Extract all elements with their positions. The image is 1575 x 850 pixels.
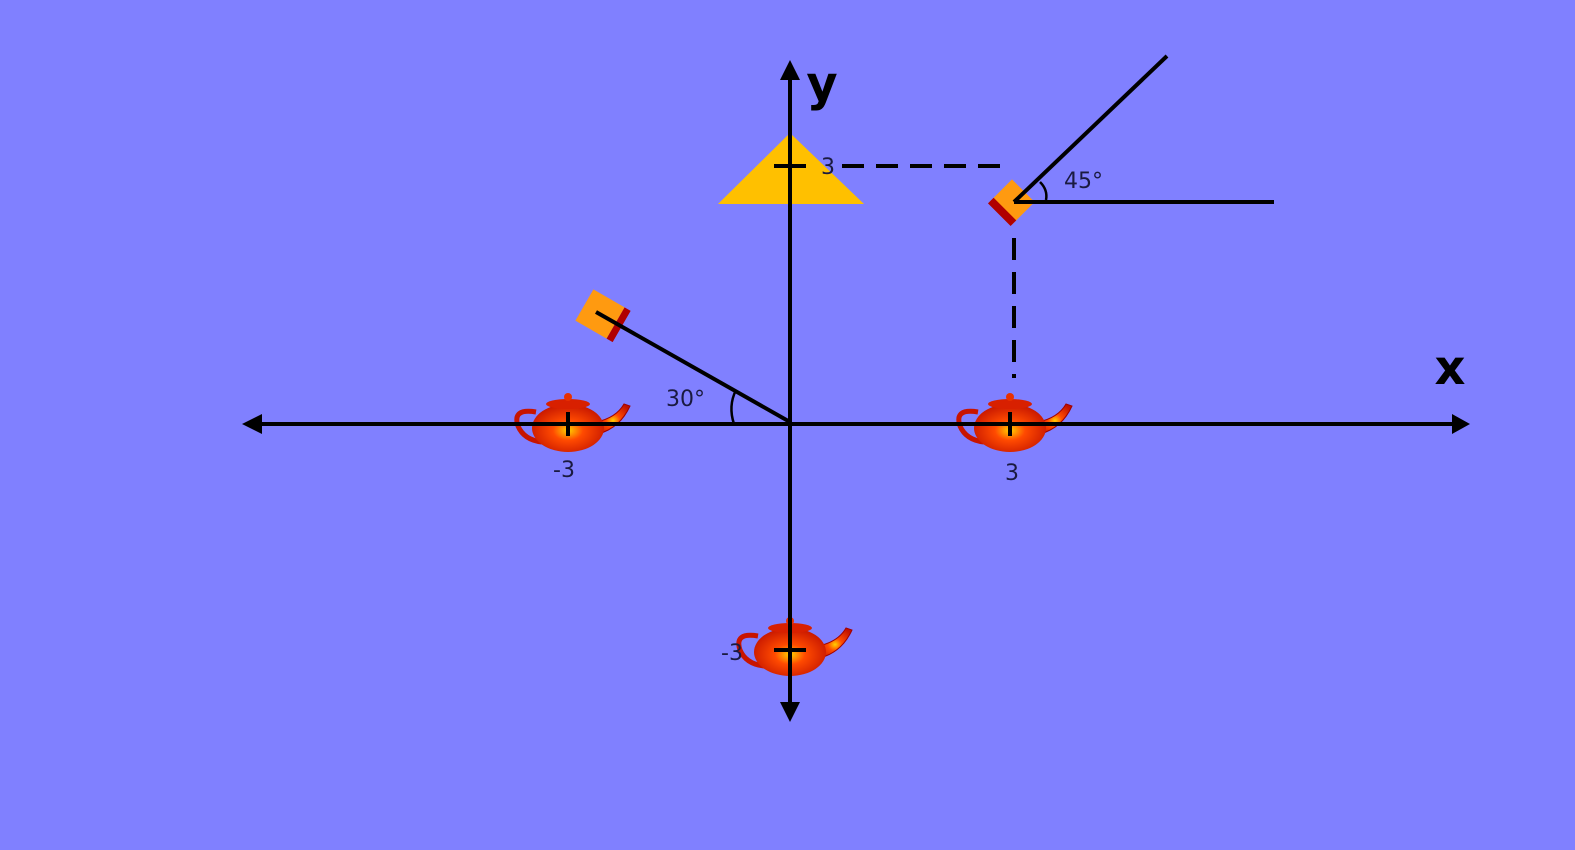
right-angle-label: 45° (1064, 169, 1103, 194)
x-axis-right-arrow (1452, 414, 1470, 434)
y-axis-label: y (806, 56, 837, 112)
left-angle-label: 30° (666, 387, 705, 412)
tick-label-x-neg: -3 (553, 458, 575, 483)
left-angle-arc (730, 389, 738, 425)
left-camera-ray (595, 310, 791, 424)
x-axis-left-arrow (242, 414, 262, 434)
y-axis-down-arrow (780, 702, 800, 722)
right-angle-arc (1039, 181, 1048, 201)
x-axis-label: x (1435, 340, 1466, 396)
tick-label-x-pos: 3 (1005, 461, 1019, 486)
teapot-icon (739, 617, 852, 676)
y-axis-up-arrow (780, 60, 800, 80)
tick-label-y-pos: 3 (821, 155, 835, 180)
right-camera-ray (1012, 54, 1169, 204)
tick-label-y-neg: -3 (721, 641, 743, 666)
